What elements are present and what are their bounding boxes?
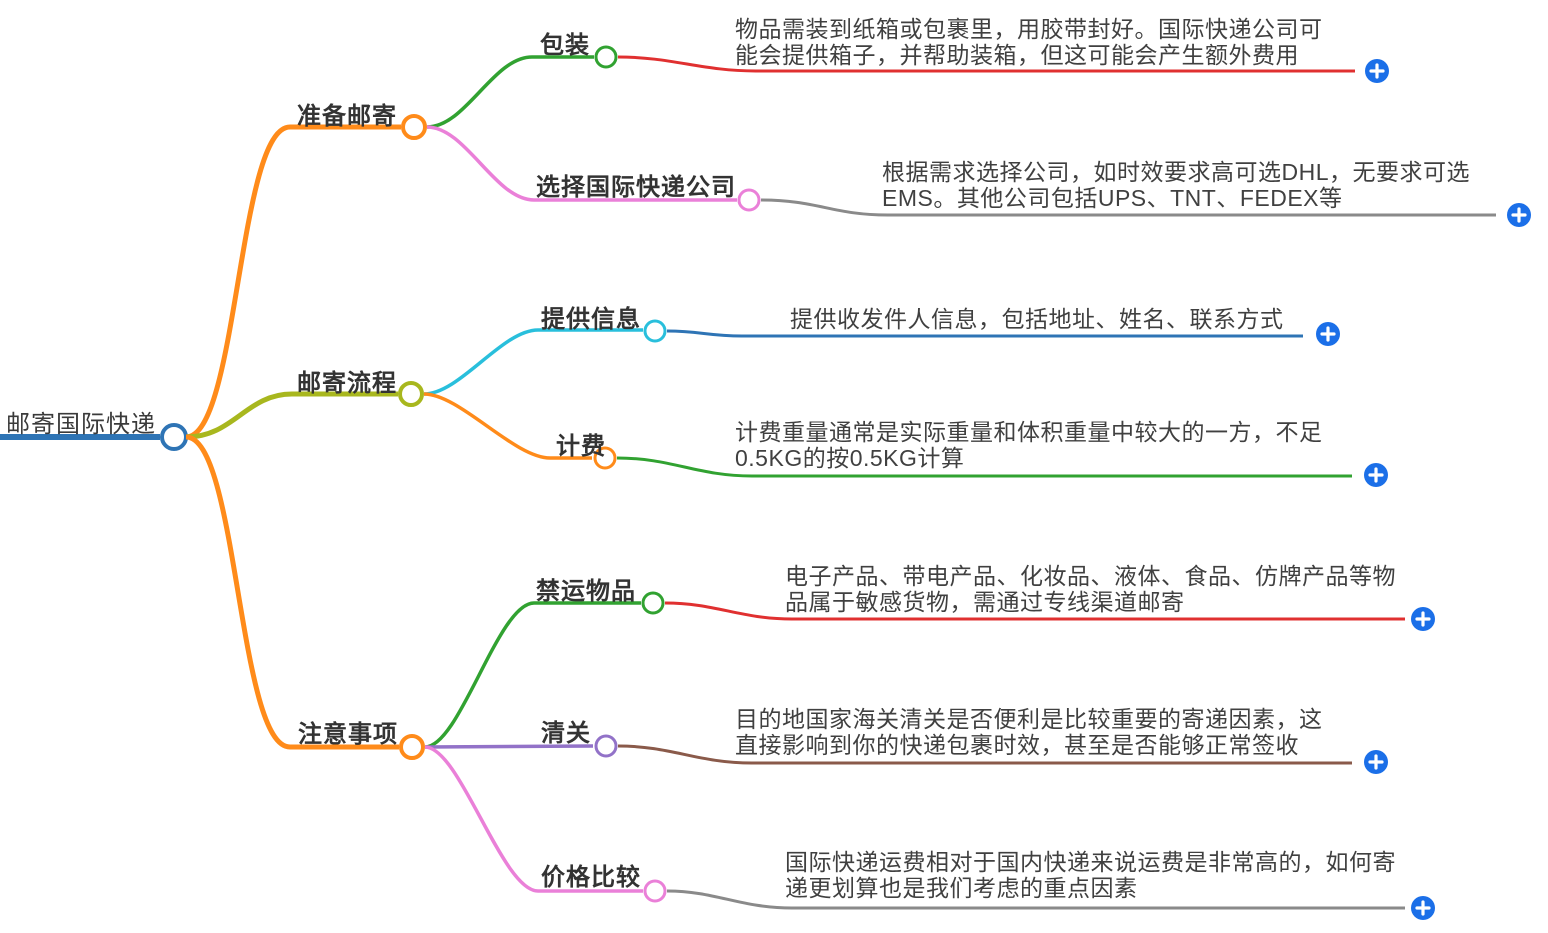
branch-0-circle[interactable] [401, 114, 427, 140]
add-node-button[interactable] [1316, 322, 1340, 346]
branch-2-curve [185, 434, 399, 750]
root-node-circle[interactable] [160, 423, 188, 451]
child-label-packaging[interactable]: 包装 [540, 32, 590, 59]
plus-icon [1511, 207, 1527, 223]
plus-icon [1369, 63, 1385, 79]
child-label-customs[interactable]: 清关 [541, 720, 591, 747]
plus-icon [1368, 467, 1384, 483]
branch-label-process[interactable]: 邮寄流程 [297, 370, 397, 397]
leaf-text-prohibited-items[interactable]: 电子产品、带电产品、化妆品、液体、食品、仿牌产品等物品属于敏感货物，需通过专线渠… [785, 563, 1396, 615]
leaf-text-price-compare[interactable]: 国际快递运费相对于国内快递来说运费是非常高的，如何寄递更划算也是我们考虑的重点因… [785, 849, 1396, 901]
child-0-1-circle[interactable] [737, 188, 761, 212]
branch-1-curve [185, 391, 398, 440]
branch-label-prepare[interactable]: 准备邮寄 [297, 103, 397, 130]
child-1-1-curve [423, 392, 592, 460]
branch-1-circle[interactable] [398, 381, 424, 407]
leaf-1-1-line [616, 456, 1352, 478]
child-2-2-curve [424, 745, 643, 893]
child-0-0-curve [426, 55, 594, 129]
child-2-2-circle[interactable] [643, 879, 667, 903]
child-1-0-circle[interactable] [643, 319, 667, 343]
leaf-text-customs[interactable]: 目的地国家海关清关是否便利是比较重要的寄递因素，这直接影响到你的快递包裹时效，甚… [735, 706, 1323, 758]
child-2-1-curve [424, 744, 594, 749]
child-label-choose-courier[interactable]: 选择国际快递公司 [536, 174, 736, 201]
add-node-button[interactable] [1411, 607, 1435, 631]
leaf-2-0-line [664, 601, 1405, 621]
plus-icon [1320, 326, 1336, 342]
leaf-0-1-line [760, 198, 1496, 217]
child-1-1-circle[interactable] [593, 446, 617, 470]
leaf-text-billing[interactable]: 计费重量通常是实际重量和体积重量中较大的一方，不足0.5KG的按0.5KG计算 [735, 419, 1323, 471]
child-label-provide-info[interactable]: 提供信息 [541, 306, 641, 333]
child-label-prohibited-items[interactable]: 禁运物品 [536, 578, 636, 605]
branch-2-circle[interactable] [399, 734, 425, 760]
branch-label-notes[interactable]: 注意事项 [298, 721, 398, 748]
leaf-0-0-line [617, 55, 1355, 73]
add-node-button[interactable] [1364, 750, 1388, 774]
plus-icon [1415, 900, 1431, 916]
child-label-price-compare[interactable]: 价格比较 [541, 864, 641, 891]
child-0-0-circle[interactable] [594, 45, 618, 69]
plus-icon [1368, 754, 1384, 770]
child-1-0-curve [423, 328, 643, 396]
child-2-0-circle[interactable] [641, 591, 665, 615]
add-node-button[interactable] [1364, 463, 1388, 487]
leaf-text-provide-info[interactable]: 提供收发件人信息，包括地址、姓名、联系方式 [790, 306, 1284, 332]
add-node-button[interactable] [1365, 59, 1389, 83]
add-node-button[interactable] [1507, 203, 1531, 227]
leaf-2-1-line [617, 744, 1352, 765]
child-0-1-curve [426, 125, 737, 202]
plus-icon [1415, 611, 1431, 627]
add-node-button[interactable] [1411, 896, 1435, 920]
leaf-text-choose-courier[interactable]: 根据需求选择公司，如时效要求高可选DHL，无要求可选EMS。其他公司包括UPS、… [882, 159, 1471, 211]
child-label-billing[interactable]: 计费 [556, 433, 606, 460]
leaf-1-0-line [666, 329, 1303, 338]
child-2-0-curve [424, 601, 641, 749]
leaf-text-packaging[interactable]: 物品需装到纸箱或包裹里，用胶带封好。国际快递公司可能会提供箱子，并帮助装箱，但这… [735, 16, 1323, 68]
branch-0-curve [185, 124, 401, 440]
leaf-2-2-line [666, 889, 1405, 910]
child-2-1-circle[interactable] [594, 734, 618, 758]
root-label[interactable]: 邮寄国际快递 [6, 411, 156, 438]
